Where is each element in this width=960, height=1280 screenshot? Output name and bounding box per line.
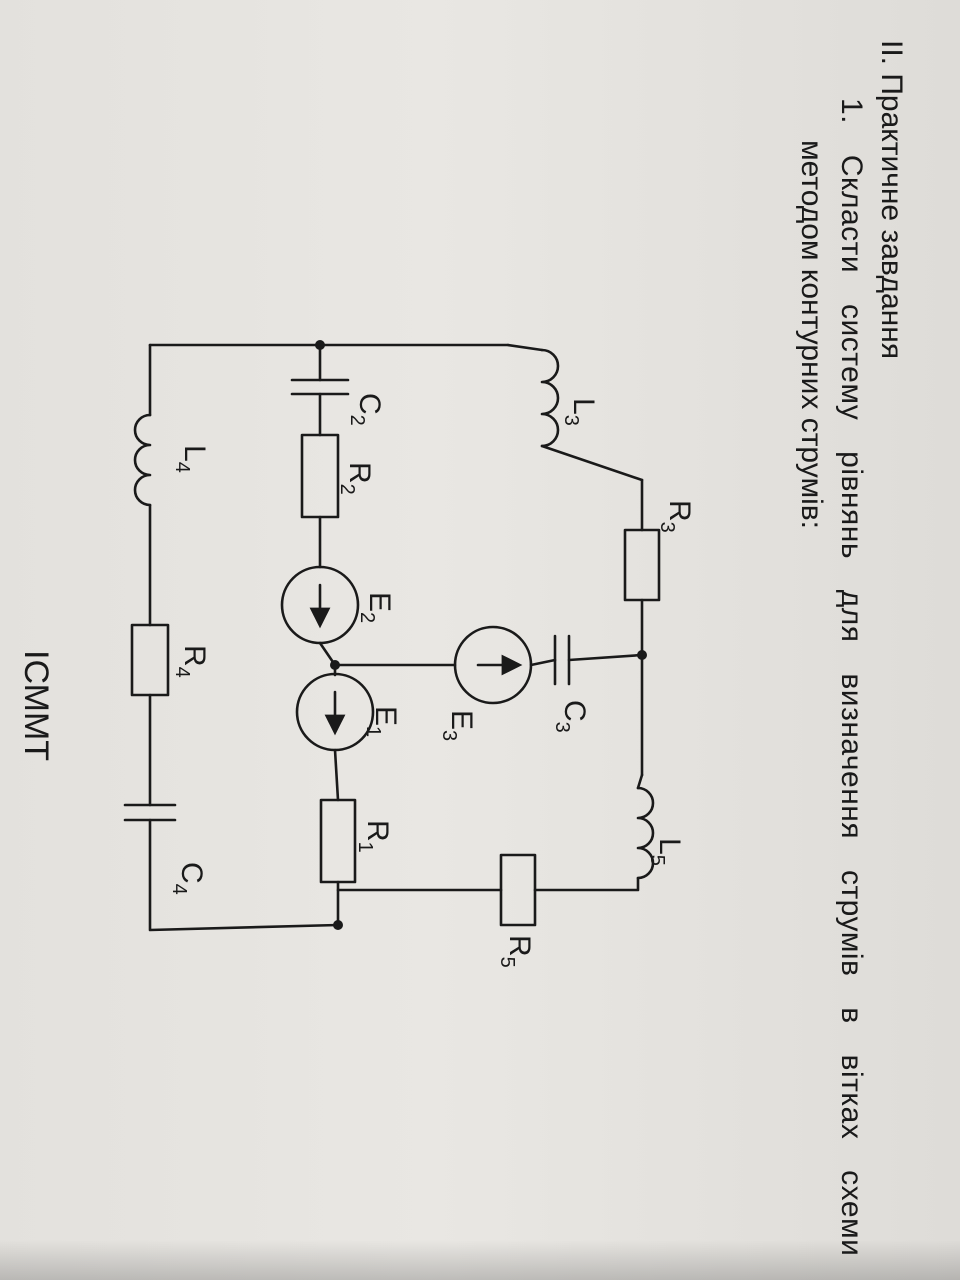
inductor-l4-symbol [133, 413, 152, 507]
resistor-r2-symbol [300, 433, 340, 519]
label-r2: R2 [336, 462, 376, 495]
junction-dot [330, 660, 340, 670]
label-e3: E3 [438, 710, 478, 741]
wire [636, 773, 644, 790]
resistor-r5-symbol [499, 853, 537, 927]
label-e2: E2 [356, 592, 396, 623]
wire [506, 343, 544, 352]
resistor-r4-symbol [130, 623, 170, 697]
label-l3: L3 [560, 398, 600, 426]
label-c2: C2 [346, 393, 386, 426]
inductor-l3-symbol [540, 348, 560, 448]
wire [567, 653, 644, 662]
label-r5: R5 [496, 935, 536, 968]
label-r3: R3 [656, 500, 696, 533]
junction-dot [333, 920, 343, 930]
wire [529, 658, 557, 667]
label-c4: C4 [168, 862, 208, 895]
wire [533, 876, 640, 892]
wire [540, 444, 644, 482]
page-shadow [0, 1240, 960, 1280]
junction-dot [315, 340, 325, 350]
inductor-l5-symbol [636, 786, 655, 880]
label-r4: R4 [171, 645, 211, 678]
label-l5: L5 [646, 838, 686, 866]
label-e1: E1 [362, 706, 402, 737]
wire [333, 748, 340, 802]
junction-dot [637, 650, 647, 660]
resistor-r3-symbol [623, 528, 661, 602]
wire [148, 818, 340, 932]
label-l4: L4 [171, 445, 211, 473]
label-c3: C3 [551, 700, 591, 733]
resistor-r1-symbol [319, 798, 357, 884]
label-r1: R1 [354, 820, 394, 853]
